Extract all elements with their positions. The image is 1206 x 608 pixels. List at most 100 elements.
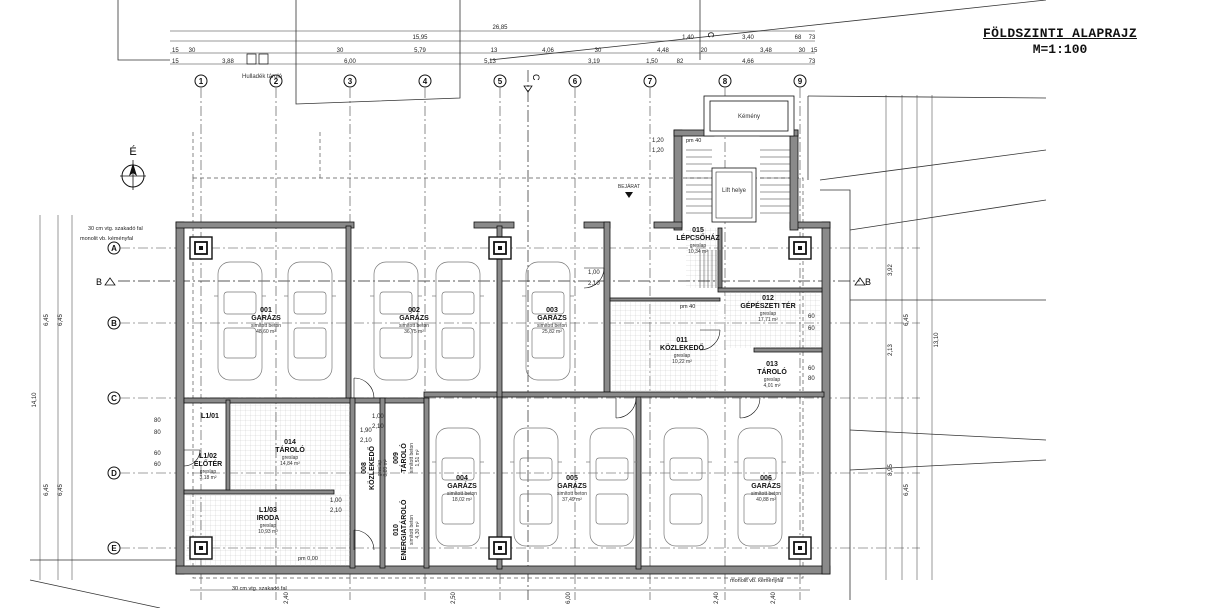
misc-dim-7: 2,10 — [360, 438, 372, 444]
building-walls — [175, 95, 831, 575]
misc-dim-3: 2,10 — [588, 281, 600, 287]
dim-left-2: 14,10 — [32, 392, 38, 408]
misc-dim-0: 1,20 — [652, 138, 664, 144]
dim-top-1-2: 3,40 — [742, 35, 754, 41]
axis-column-label: 5 — [498, 77, 503, 86]
dim-top-1-3: 68 — [795, 35, 802, 41]
axis-row-label: D — [111, 469, 117, 478]
room-label-L1-01: L1/01 — [201, 413, 219, 420]
elevation-mark-1: pm 40 — [680, 304, 695, 310]
room-area: 8,89 m² — [383, 459, 389, 476]
room-name: IRODA — [257, 515, 280, 522]
dim-top-1-0: 15,95 — [412, 35, 428, 41]
room-name: GARÁZS — [399, 313, 429, 322]
dim-top-3-8: 73 — [809, 59, 816, 65]
room-name: TÁROLÓ — [399, 443, 408, 473]
room-area: 14,84 m² — [280, 461, 300, 467]
room-name: KÖZLEKEDŐ — [367, 445, 376, 490]
column-rebar-symbol — [488, 536, 512, 560]
room-floor: greslap — [282, 455, 299, 461]
room-area: 18,02 m² — [452, 497, 472, 503]
room-floor: greslap — [760, 311, 777, 317]
misc-dim-14: 60 — [154, 451, 161, 457]
dim-bottom-2: 6,00 — [566, 592, 572, 604]
dim-bottom-4: 2,40 — [771, 592, 777, 604]
note-1: monolit vb. kéményfal — [80, 236, 133, 242]
note-2: 30 cm vtg. szakadó fal — [232, 586, 287, 592]
axis-column-2: 2 — [269, 74, 283, 88]
room-name: GÉPÉSZETI TÉR — [740, 301, 795, 310]
misc-dim-4: 60 — [808, 314, 815, 320]
dim-left-0: 6,45 — [44, 314, 50, 326]
misc-dim-17: 80 — [808, 376, 815, 382]
dim-bottom-3: 2,40 — [714, 592, 720, 604]
dim-top-2-2: 5,79 — [414, 48, 426, 54]
room-area: 48,60 m² — [256, 329, 276, 335]
axis-row-label: C — [111, 394, 117, 403]
tiled-floors — [186, 228, 820, 566]
section-marker-right: B — [865, 277, 871, 287]
parked-cars — [214, 261, 786, 547]
side-dimension-texts: 6,45 6,45 14,10 6,45 6,45 3,92 6,45 2,13… — [32, 264, 940, 604]
dim-top-2-7: 4,48 — [657, 48, 669, 54]
dim-top-3-1: 3,88 — [222, 59, 234, 65]
room-name: LÉPCSŐHÁZ — [676, 233, 720, 242]
axis-column-label: 4 — [423, 77, 428, 86]
plan-scale: M=1:100 — [1032, 42, 1088, 57]
room-area: 4,01 m² — [764, 383, 781, 389]
axis-column-1: 1 — [194, 74, 208, 88]
column-rebar-symbol — [788, 536, 812, 560]
axis-row-label: B — [111, 319, 117, 328]
room-id: 012 — [762, 295, 774, 302]
note-3: monolit vb. kéményfal — [730, 578, 783, 584]
room-floor: simított beton — [409, 443, 415, 473]
misc-dim-8: 1,00 — [372, 414, 384, 420]
roof-outline — [192, 130, 804, 579]
car-outline — [284, 261, 336, 381]
room-area: 3,18 m² — [200, 475, 217, 481]
room-floor: simított beton — [447, 491, 477, 497]
axis-column-6: 6 — [568, 74, 582, 88]
misc-dim-16: 60 — [808, 366, 815, 372]
axis-row-E: E — [107, 541, 121, 555]
room-name: ENERGIATÁROLÓ — [399, 499, 408, 560]
misc-dim-10: 1,00 — [330, 498, 342, 504]
room-area: 4,30 m² — [415, 521, 421, 538]
section-markers: B B C C — [96, 32, 871, 287]
dim-right-2: 2,13 — [888, 344, 894, 356]
axis-column-5: 5 — [493, 74, 507, 88]
dim-right-5: 13,10 — [934, 332, 940, 348]
room-id: 013 — [766, 361, 778, 368]
dim-top-3-7: 4,66 — [742, 59, 754, 65]
room-name: GARÁZS — [251, 313, 281, 322]
room-name: GARÁZS — [751, 481, 781, 490]
room-floor: greslap — [674, 353, 691, 359]
section-marker-left: B — [96, 277, 102, 287]
axis-column-8: 8 — [718, 74, 732, 88]
north-arrow: É — [120, 145, 146, 190]
room-floor: simított beton — [251, 323, 281, 329]
axis-column-label: 8 — [723, 77, 728, 86]
room-floor: simított beton — [537, 323, 567, 329]
room-area: 40,88 m² — [756, 497, 776, 503]
axis-row-B: B — [107, 316, 121, 330]
room-floor: simított beton — [399, 323, 429, 329]
section-marker-top: C — [531, 74, 541, 81]
dim-top-3-6: 82 — [677, 59, 684, 65]
section-marker-top-2: C — [706, 32, 715, 38]
room-name: GARÁZS — [537, 313, 567, 322]
dim-top-1-4: 73 — [809, 35, 816, 41]
room-floor: simított beton — [751, 491, 781, 497]
room-floor: greslap — [260, 523, 277, 529]
axis-row-label: E — [111, 544, 117, 553]
room-floor: greslap — [377, 460, 383, 477]
